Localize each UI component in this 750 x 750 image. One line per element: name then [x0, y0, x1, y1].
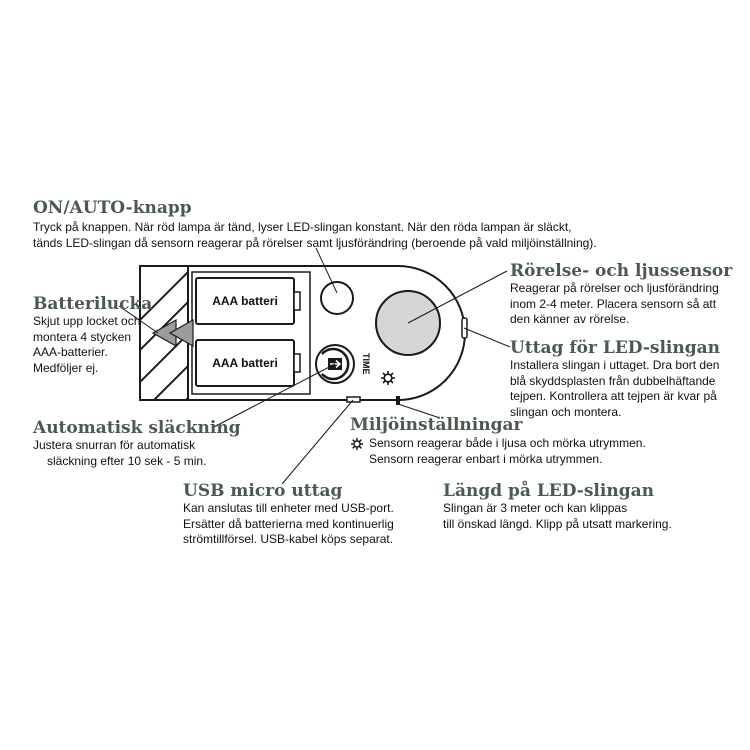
length-title: Längd på LED-slingan [443, 481, 654, 501]
on-auto-description: Tryck på knappen. När röd lampa är tänd,… [33, 220, 597, 250]
on-auto-button[interactable] [320, 281, 354, 315]
timer-label: TIME [361, 353, 371, 375]
battery-top: AAA batteri [195, 277, 301, 325]
battery-label-top: AAA batteri [212, 294, 278, 308]
moon-icon [354, 453, 360, 466]
battery-cover-description: Skjut upp locket och montera 4 stycken A… [33, 314, 141, 375]
led-outlet-title: Uttag för LED-slingan [510, 338, 721, 358]
length-description: Slingan är 3 meter och kan klippas till … [443, 501, 672, 531]
battery-cover-hatch [140, 270, 188, 400]
environment-item-sun: Sensorn reagerar både i ljusa och mörka … [350, 436, 646, 452]
battery-label-bottom: AAA batteri [212, 356, 278, 370]
slide-arrow-icon [168, 318, 194, 348]
sensor-description: Reagerar på rörelser och ljusförändring … [510, 281, 719, 326]
environment-switch[interactable] [396, 396, 400, 405]
usb-micro-port[interactable] [346, 396, 361, 403]
usb-description: Kan anslutas till enheter med USB-port. … [183, 501, 394, 546]
battery-bottom: AAA batteri [195, 339, 301, 387]
environment-description: Sensorn reagerar både i ljusa och mörka … [350, 436, 646, 467]
led-outlet-description: Installera slingan i uttaget. Dra bort d… [510, 358, 720, 419]
battery-cover-title: Batterilucka [33, 294, 153, 314]
auto-off-title: Automatisk släckning [33, 418, 241, 438]
on-auto-title: ON/AUTO-knapp [33, 198, 192, 218]
leader-lines [118, 247, 511, 485]
environment-title: Miljöinställningar [350, 415, 523, 435]
environment-item-moon: Sensorn reagerar enbart i mörka utrymmen… [350, 452, 646, 468]
auto-off-description: Justera snurran för automatisk släckning… [33, 438, 207, 468]
sensor-title: Rörelse- och ljussensor [510, 261, 733, 281]
sun-icon [381, 371, 395, 385]
usb-title: USB micro uttag [183, 481, 343, 501]
sun-icon [351, 437, 363, 450]
